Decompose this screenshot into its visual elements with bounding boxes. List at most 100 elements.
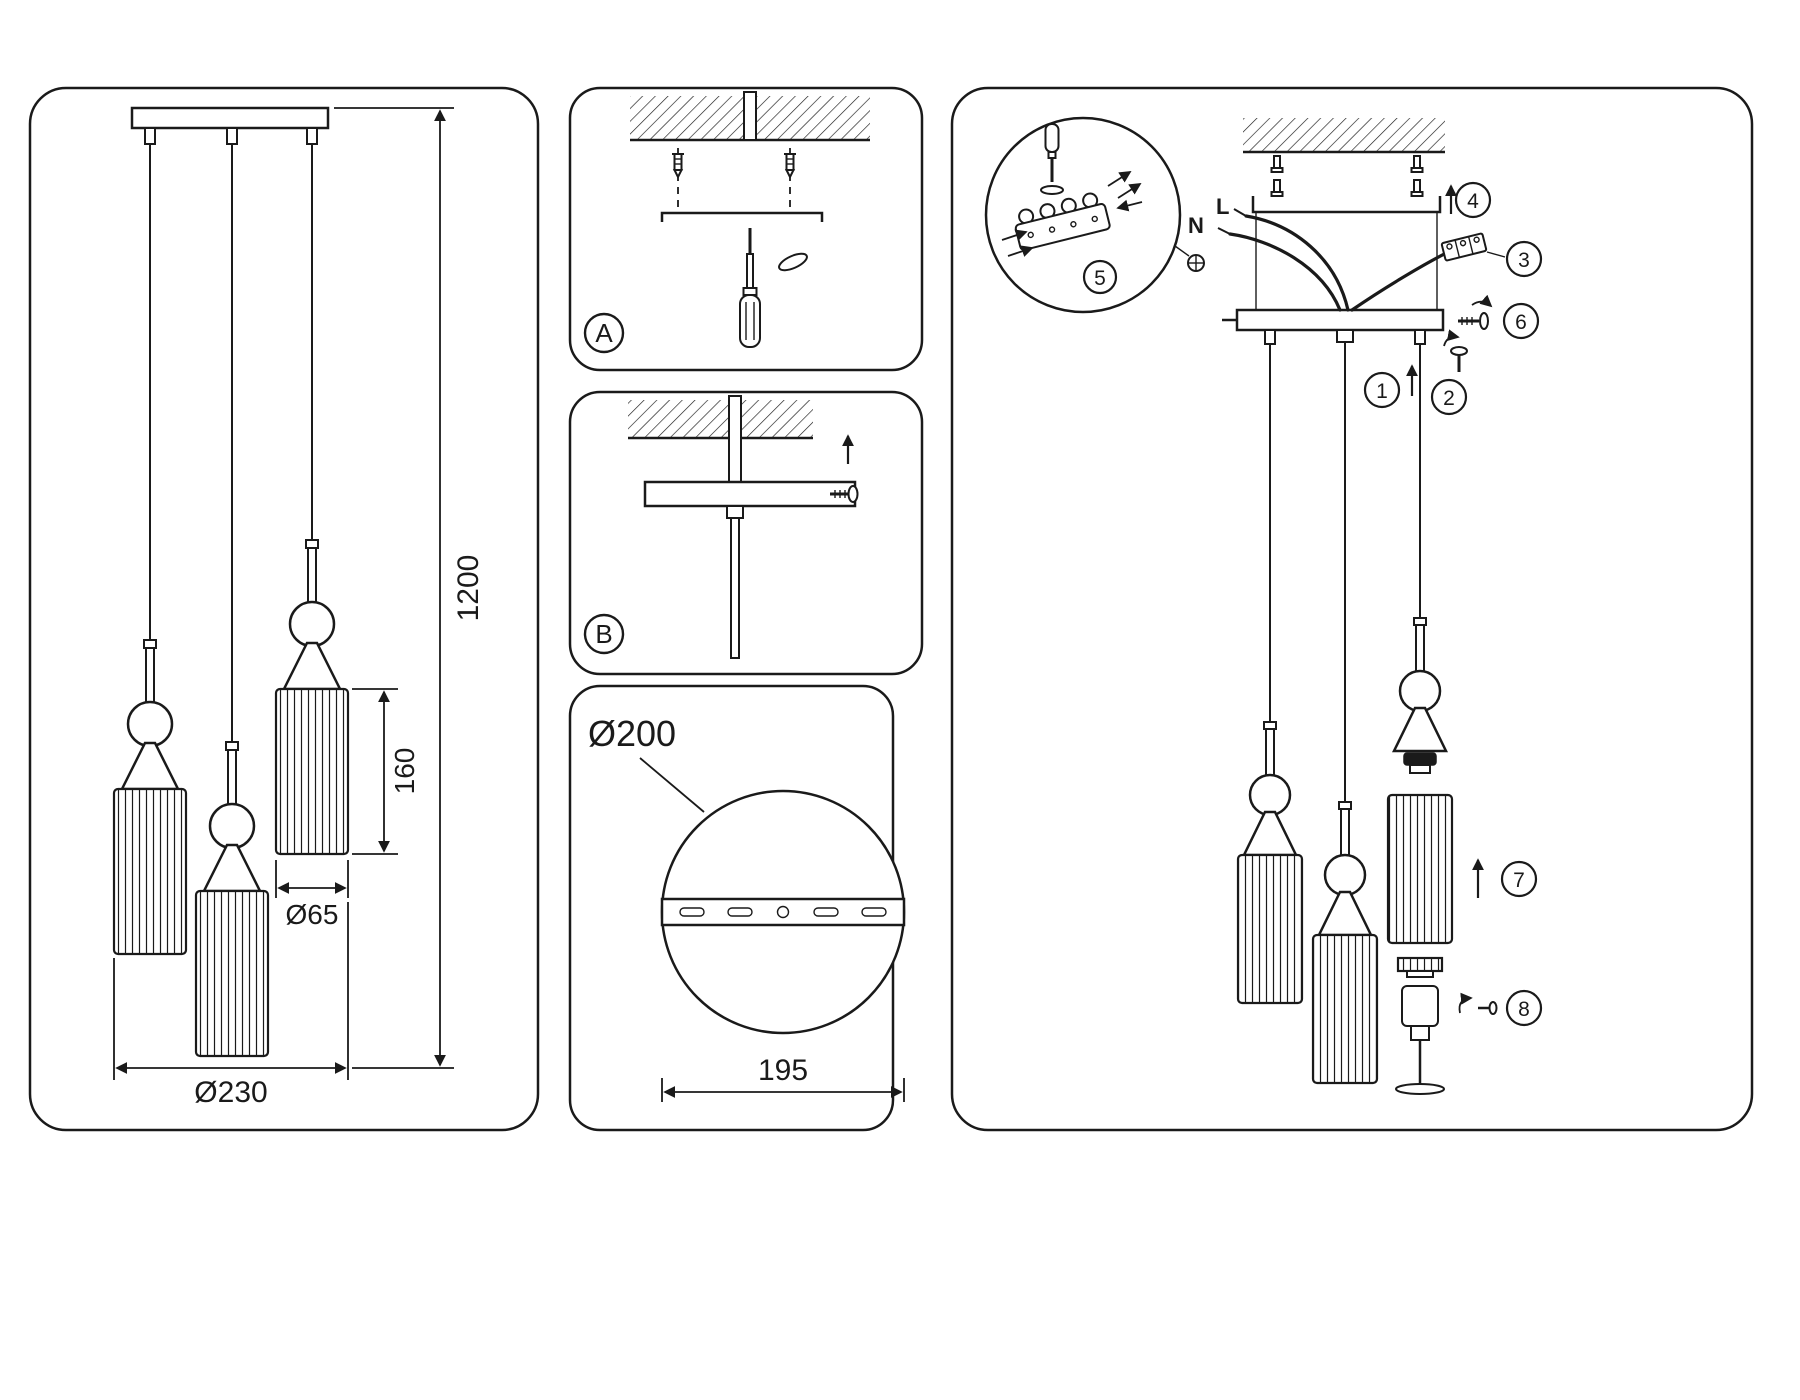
dim-shade-height-label: 160 (389, 748, 420, 795)
ceiling-hatch (1243, 118, 1445, 152)
mounting-slot (861, 907, 887, 917)
mounting-bracket (1251, 196, 1442, 214)
mounting-bracket (660, 211, 824, 222)
mounting-slot (679, 907, 705, 917)
canopy-lock-screw (1443, 329, 1468, 372)
center-hole (776, 905, 790, 919)
left-panel: 1200 160 Ø65 Ø230 (28, 86, 540, 1132)
step-8-label: 8 (1518, 998, 1530, 1021)
base-disc (1395, 1083, 1445, 1095)
terminal-detail-view: 5 (984, 116, 1182, 314)
step-8-badge: 8 (1505, 989, 1543, 1027)
dim-shade-height: 160 (352, 688, 420, 855)
ceiling-canopy (643, 480, 857, 508)
step-6-label: 6 (1515, 311, 1527, 334)
suspension-stem (730, 517, 740, 659)
threaded-rod (728, 395, 742, 483)
wire-out-arrow (1107, 171, 1132, 187)
rotate-arrow (1471, 294, 1493, 308)
side-screw (830, 485, 859, 503)
cord-grip (306, 127, 318, 145)
canopy-hub (726, 505, 744, 519)
dim-total-height-label: 1200 (452, 555, 485, 622)
canopy-diameter-label: Ø200 (588, 713, 676, 754)
step-2-badge: 2 (1430, 378, 1468, 416)
rotate-arrow (1458, 992, 1473, 1014)
dim-layout-diameter-label: Ø230 (194, 1076, 267, 1109)
dim-holes-span-label: 195 (758, 1054, 808, 1087)
wire-connector (1440, 232, 1488, 262)
threaded-rod (743, 91, 757, 141)
step-7-label: 7 (1513, 869, 1525, 892)
detail-b-badge: B (583, 613, 625, 655)
ceiling-bolt (1410, 155, 1424, 173)
detail-a-label: A (595, 318, 613, 348)
washer (1040, 185, 1064, 195)
wire-neutral-label: N (1188, 213, 1204, 238)
detail-b-panel: B (568, 390, 924, 676)
dim-layout-diameter: Ø230 (113, 902, 349, 1109)
step-4-badge: 4 (1454, 181, 1492, 219)
ribbed-shade (1386, 793, 1454, 945)
wire-end (1217, 227, 1231, 235)
detail-a-badge: A (583, 312, 625, 354)
leader-line (1486, 251, 1506, 258)
terminal-block (1014, 192, 1111, 251)
ceiling-canopy (1235, 308, 1445, 332)
assembly-panel: 4 5 (950, 86, 1754, 1132)
bracket-bolt (1270, 179, 1284, 197)
step-1-badge: 1 (1363, 371, 1401, 409)
canopy-crossbar (660, 897, 906, 927)
step-1-label: 1 (1376, 380, 1388, 403)
wire-out-arrow (1117, 183, 1142, 199)
sleeve-screw-icon (1458, 992, 1498, 1015)
socket-thread (1409, 764, 1431, 774)
step-5-badge: 5 (1082, 259, 1118, 295)
cord-grip (226, 127, 238, 145)
bracket-bolt (1410, 179, 1424, 197)
sleeve-neck (1410, 1025, 1430, 1041)
step-3-label: 3 (1518, 249, 1530, 272)
detail-a-frame (568, 86, 924, 372)
lamp-holder (1403, 752, 1437, 766)
wire-live (1244, 214, 1350, 312)
cord-grip (1264, 329, 1276, 345)
wire-insert-arrow (1007, 245, 1034, 257)
wire-insert-arrow (1001, 229, 1028, 241)
ceiling-hatch (628, 400, 813, 438)
step-3-badge: 3 (1505, 240, 1543, 278)
leader-line (1174, 245, 1190, 257)
dim-holes-span: 195 (661, 1054, 905, 1102)
cord-grip (1414, 329, 1426, 345)
step-6-badge: 6 (1502, 302, 1540, 340)
detail-b-frame (568, 390, 924, 676)
ceiling-plate (130, 106, 330, 130)
socket-sleeve (1401, 985, 1439, 1027)
ceiling-bolt (1270, 155, 1284, 173)
canopy-side-screw (1458, 294, 1493, 330)
wire-insert-arrow (1116, 199, 1143, 212)
leader-line (639, 757, 705, 813)
step-4-label: 4 (1467, 190, 1479, 213)
wire-end (1233, 208, 1247, 217)
washer (778, 252, 808, 272)
wire-live-label: L (1216, 194, 1229, 219)
ground-screw (1187, 254, 1205, 272)
mounting-slot (727, 907, 753, 917)
dim-total-height: 1200 (334, 107, 485, 1069)
cord-grip (144, 127, 156, 145)
detail-b-label: B (595, 619, 612, 649)
canopy-panel: Ø200 195 (568, 684, 906, 1132)
ring-collar (1406, 970, 1434, 978)
mounting-slot (813, 907, 839, 917)
canopy-hub (1336, 329, 1354, 343)
wire-neutral (1228, 232, 1342, 312)
step-5-label: 5 (1094, 267, 1106, 290)
step-2-label: 2 (1443, 387, 1455, 410)
assembly-frame (950, 86, 1754, 1132)
retaining-ring (1396, 956, 1444, 973)
dim-shade-diameter-label: Ø65 (286, 899, 339, 930)
pendant-drawing (112, 106, 350, 1058)
